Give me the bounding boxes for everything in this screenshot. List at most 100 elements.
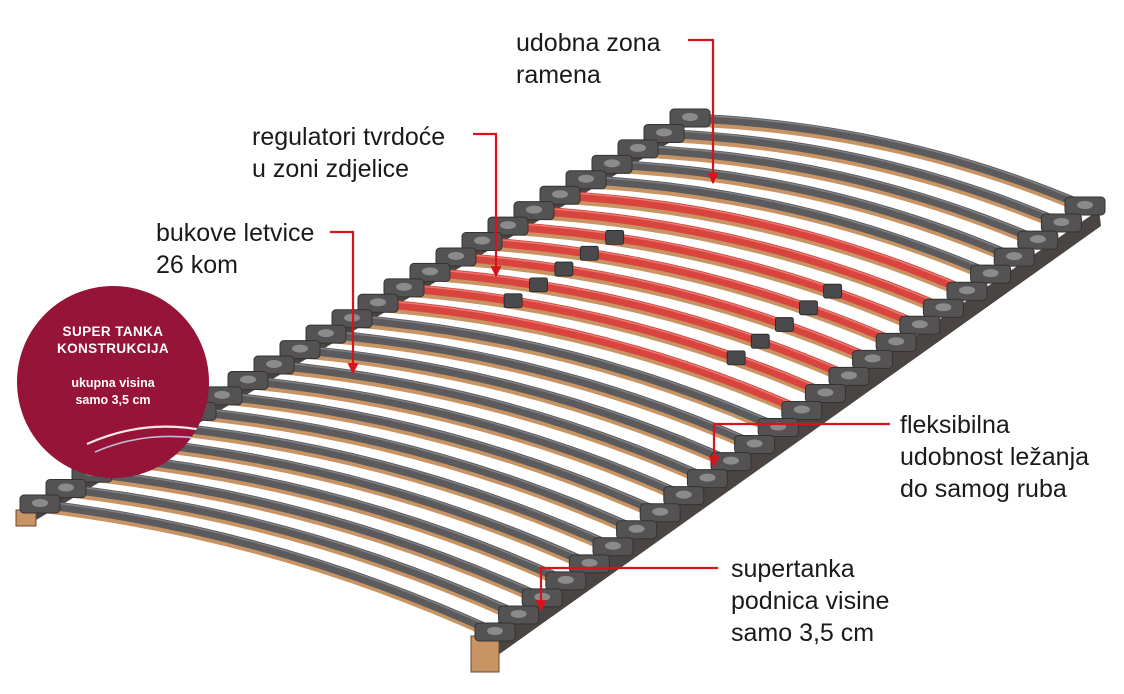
firmness-regulator	[750, 333, 770, 349]
callout-firmness-regulators: regulatori tvrdoće u zoni zdjelice	[252, 121, 445, 185]
slat	[477, 237, 901, 351]
badge-subtitle: ukupna visina samo 3,5 cm	[17, 375, 209, 409]
arrow-flexible-edge	[708, 422, 890, 468]
callout-thin-line-3: samo 3,5 cm	[731, 619, 875, 647]
holder-knob	[982, 269, 999, 278]
slat	[165, 422, 618, 556]
slat	[243, 375, 689, 505]
slat	[87, 468, 547, 607]
holder-knob	[474, 236, 490, 245]
holder-knob	[557, 575, 574, 584]
callout-thin-line-2: podnica visine	[731, 587, 890, 615]
badge-title-line-2: KONSTRUKCIJA	[56, 341, 170, 356]
holder-knob	[675, 490, 692, 499]
callout-shoulder-line-2: ramena	[516, 61, 601, 89]
firmness-regulator	[579, 245, 599, 261]
callout-regulators-line-2: u zoni zdjelice	[252, 155, 410, 183]
holder-knob	[652, 507, 669, 516]
arrow-shoulder-zone	[688, 38, 719, 185]
slat	[399, 283, 830, 402]
firmness-regulator	[605, 229, 625, 245]
callout-slats-line-2: 26 kom	[156, 251, 238, 279]
slat	[607, 159, 1019, 266]
slat-holders-group	[19, 108, 1106, 642]
holder-knob	[534, 592, 551, 601]
holder-knob	[605, 541, 621, 550]
slat	[425, 267, 854, 385]
badge-subtitle-line-1: ukupna visina	[71, 376, 155, 390]
holder-knob	[935, 303, 952, 312]
holder-knob	[1029, 235, 1046, 244]
slat	[269, 360, 712, 488]
slat	[139, 437, 594, 573]
holder-knob	[318, 329, 334, 338]
firmness-regulator	[529, 277, 548, 293]
firmness-regulator	[799, 300, 818, 316]
holder-knob	[864, 354, 881, 363]
holder-knob	[500, 221, 516, 230]
holder-knob	[266, 360, 282, 369]
slats-group	[35, 113, 1090, 641]
firmness-regulator	[503, 293, 523, 309]
slat	[61, 484, 524, 624]
callout-shoulder-line-1: udobna zona	[516, 29, 661, 57]
arrow-beech-slats	[330, 230, 359, 375]
callout-beech-slats: bukove letvice 26 kom	[156, 217, 314, 281]
holder-knob	[628, 524, 645, 533]
slat	[217, 391, 665, 522]
holder-knob	[552, 190, 568, 199]
arrow-thin-base	[535, 566, 718, 612]
callout-thin-line-1: supertanka	[731, 555, 855, 583]
holder-knob	[1077, 201, 1093, 209]
firmness-regulator	[726, 350, 746, 366]
firmness-regulator	[554, 261, 574, 277]
holder-knob	[630, 143, 646, 152]
holder-knob	[1006, 252, 1023, 261]
holder-knob	[510, 609, 527, 618]
callout-flexible-line-1: fleksibilna	[900, 411, 1010, 439]
holder-knob	[448, 251, 464, 260]
holder-knob	[817, 388, 834, 397]
badge-title: SUPER TANKA KONSTRUKCIJA	[17, 323, 209, 357]
holder-knob	[32, 499, 48, 507]
callout-flexible-line-2: udobnost ležanja	[900, 443, 1090, 471]
holder-knob	[793, 405, 810, 414]
firmness-regulator	[823, 283, 843, 299]
holder-knob	[581, 558, 598, 567]
holder-knob	[911, 320, 928, 329]
slat	[633, 144, 1043, 249]
holder-knob	[656, 128, 672, 137]
holder-knob	[723, 456, 739, 465]
slat	[555, 190, 972, 300]
slat	[321, 329, 760, 454]
slat	[113, 453, 571, 590]
slat	[529, 206, 948, 317]
callout-arrows	[330, 38, 890, 612]
badge-subtitle-line-2: samo 3,5 cm	[75, 393, 151, 407]
slat	[191, 406, 642, 539]
callout-flexible-comfort: fleksibilna udobnost ležanja do samog ru…	[900, 409, 1089, 505]
holder-knob	[604, 159, 620, 168]
holder-knob	[682, 113, 698, 121]
firmness-regulator	[774, 317, 794, 332]
holder-knob	[370, 298, 386, 307]
callout-flexible-line-3: do samog ruba	[900, 475, 1067, 503]
holder-knob	[292, 344, 308, 353]
holder-knob	[888, 337, 905, 346]
callout-regulators-line-1: regulatori tvrdoće	[252, 123, 446, 151]
holder-knob	[526, 205, 542, 214]
holder-knob	[746, 439, 763, 448]
slat	[347, 314, 783, 437]
holder-knob	[422, 267, 438, 276]
slat	[503, 221, 925, 334]
callout-thin-base: supertanka podnica visine samo 3,5 cm	[731, 553, 889, 649]
holder-knob	[841, 371, 857, 380]
callout-shoulder-zone: udobna zona ramena	[516, 27, 661, 91]
slat	[373, 298, 807, 419]
slat	[685, 113, 1090, 215]
holder-knob	[58, 483, 74, 492]
slat	[659, 128, 1066, 232]
holder-knob	[214, 390, 230, 399]
badge-title-line-1: SUPER TANKA	[62, 324, 164, 339]
slat	[35, 499, 500, 641]
